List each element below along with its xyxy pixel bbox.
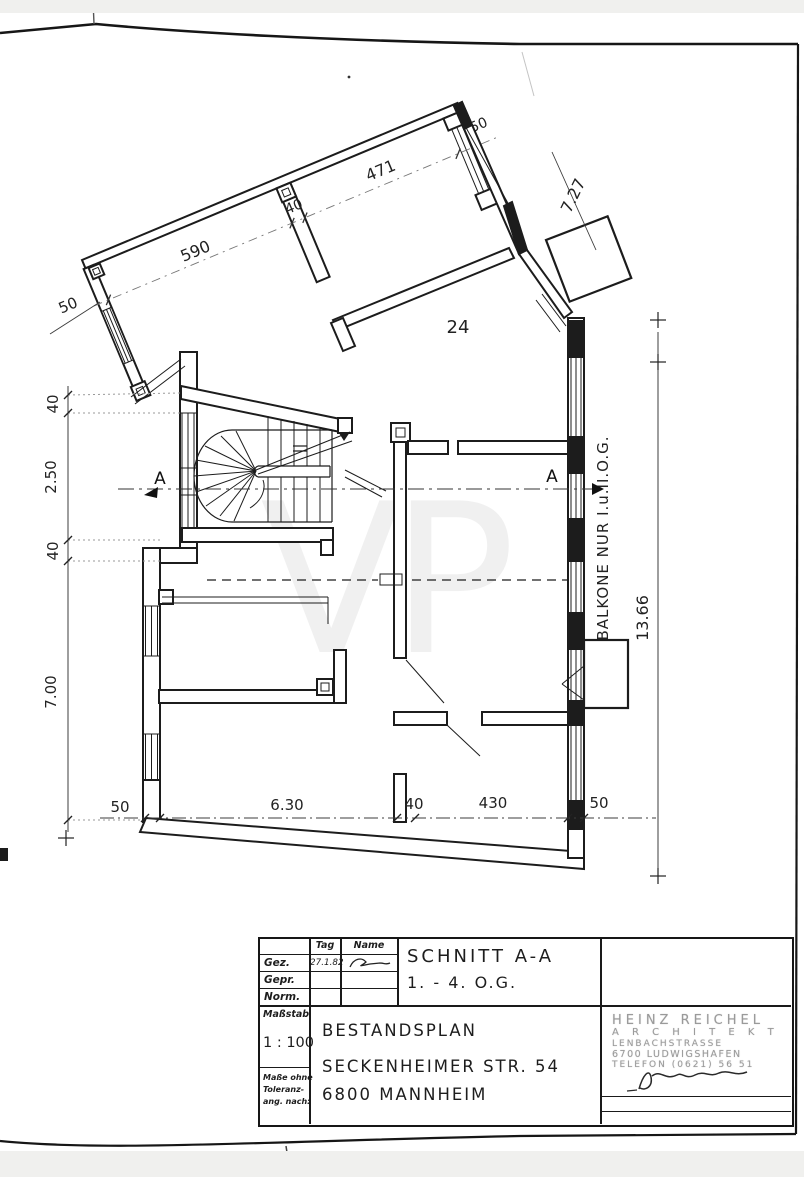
dim-left-40a: 40 (44, 394, 62, 413)
dim-bottom-430: 430 (479, 794, 508, 812)
main-block-walls (130, 317, 630, 871)
tolerance-note-1: Maße ohne (263, 1073, 313, 1082)
row-gez-date: 27.1.82 (310, 958, 344, 968)
dimension-annotations: 40 2.50 40 7.00 50 50 6.30 40 430 50 (42, 151, 666, 884)
room-label-24: 24 (447, 317, 470, 338)
upper-right-walls (329, 100, 633, 353)
dim-bottom-50a: 50 (110, 798, 129, 816)
drawing-title-line2: 1. - 4. O.G. (407, 973, 518, 992)
row-label-gepr: Gepr. (264, 974, 295, 986)
tolerance-note-2: Toleranz- (263, 1085, 305, 1094)
stamp-line2: A R C H I T E K T (612, 1027, 779, 1038)
dim-bottom-630: 6.30 (270, 796, 303, 814)
staircase (193, 416, 353, 523)
section-marker-right: A (546, 467, 558, 487)
dim-left-40b: 40 (44, 541, 62, 560)
dim-top-40: 40 (283, 196, 306, 218)
dim-left-wall-50: 50 (56, 293, 81, 317)
dim-top-471: 471 (363, 156, 399, 185)
title-block: Tag Name Gez. 27.1.82 Gepr. Norm. SCHNIT… (258, 937, 794, 1127)
tolerance-note-3: ang. nach: (263, 1097, 311, 1106)
project-line2: SECKENHEIMER STR. 54 (322, 1057, 560, 1076)
watermark-text: VP (260, 460, 509, 702)
balcony-note: BALKONE NUR I.u.II.O.G. (594, 435, 612, 640)
header-tag: Tag (315, 940, 335, 951)
header-name: Name (353, 940, 385, 951)
upper-wing-walls: 590 40 471 50 (80, 101, 501, 403)
dim-bottom-40: 40 (404, 795, 423, 813)
interior-walls (158, 422, 569, 823)
section-arrow-right (592, 483, 604, 495)
project-line3: 6800 MANNHEIM (322, 1085, 488, 1104)
dim-left-700: 7.00 (42, 675, 60, 708)
dim-bottom-50b: 50 (589, 794, 608, 812)
stamp-signature (626, 1071, 748, 1092)
section-marker-left: A (154, 469, 166, 489)
dim-left-250: 2.50 (42, 460, 60, 493)
drawing-title-line1: SCHNITT A-A (407, 946, 555, 967)
stamp-line1: HEINZ REICHEL (612, 1013, 764, 1028)
dim-top-590: 590 (178, 236, 214, 265)
stamp-line5: TELEFON (0621) 56 51 (612, 1060, 755, 1070)
row-label-gez: Gez. (264, 957, 290, 969)
scan-band-bottom (0, 1151, 804, 1177)
scan-band-top (0, 0, 804, 13)
section-arrow-left (144, 487, 158, 498)
dim-727: 7.27 (557, 175, 590, 215)
dim-right-1366: 13.66 (633, 595, 652, 641)
scale-value: 1 : 100 (263, 1035, 315, 1051)
scale-label: Maßstab (263, 1009, 310, 1020)
stamp-line3: LENBACHSTRASSE (612, 1039, 724, 1049)
gez-signature (349, 958, 391, 968)
stamp-line4: 6700 LUDWIGSHAFEN (612, 1049, 742, 1060)
project-line1: BESTANDSPLAN (322, 1021, 477, 1040)
row-label-norm: Norm. (264, 991, 301, 1003)
